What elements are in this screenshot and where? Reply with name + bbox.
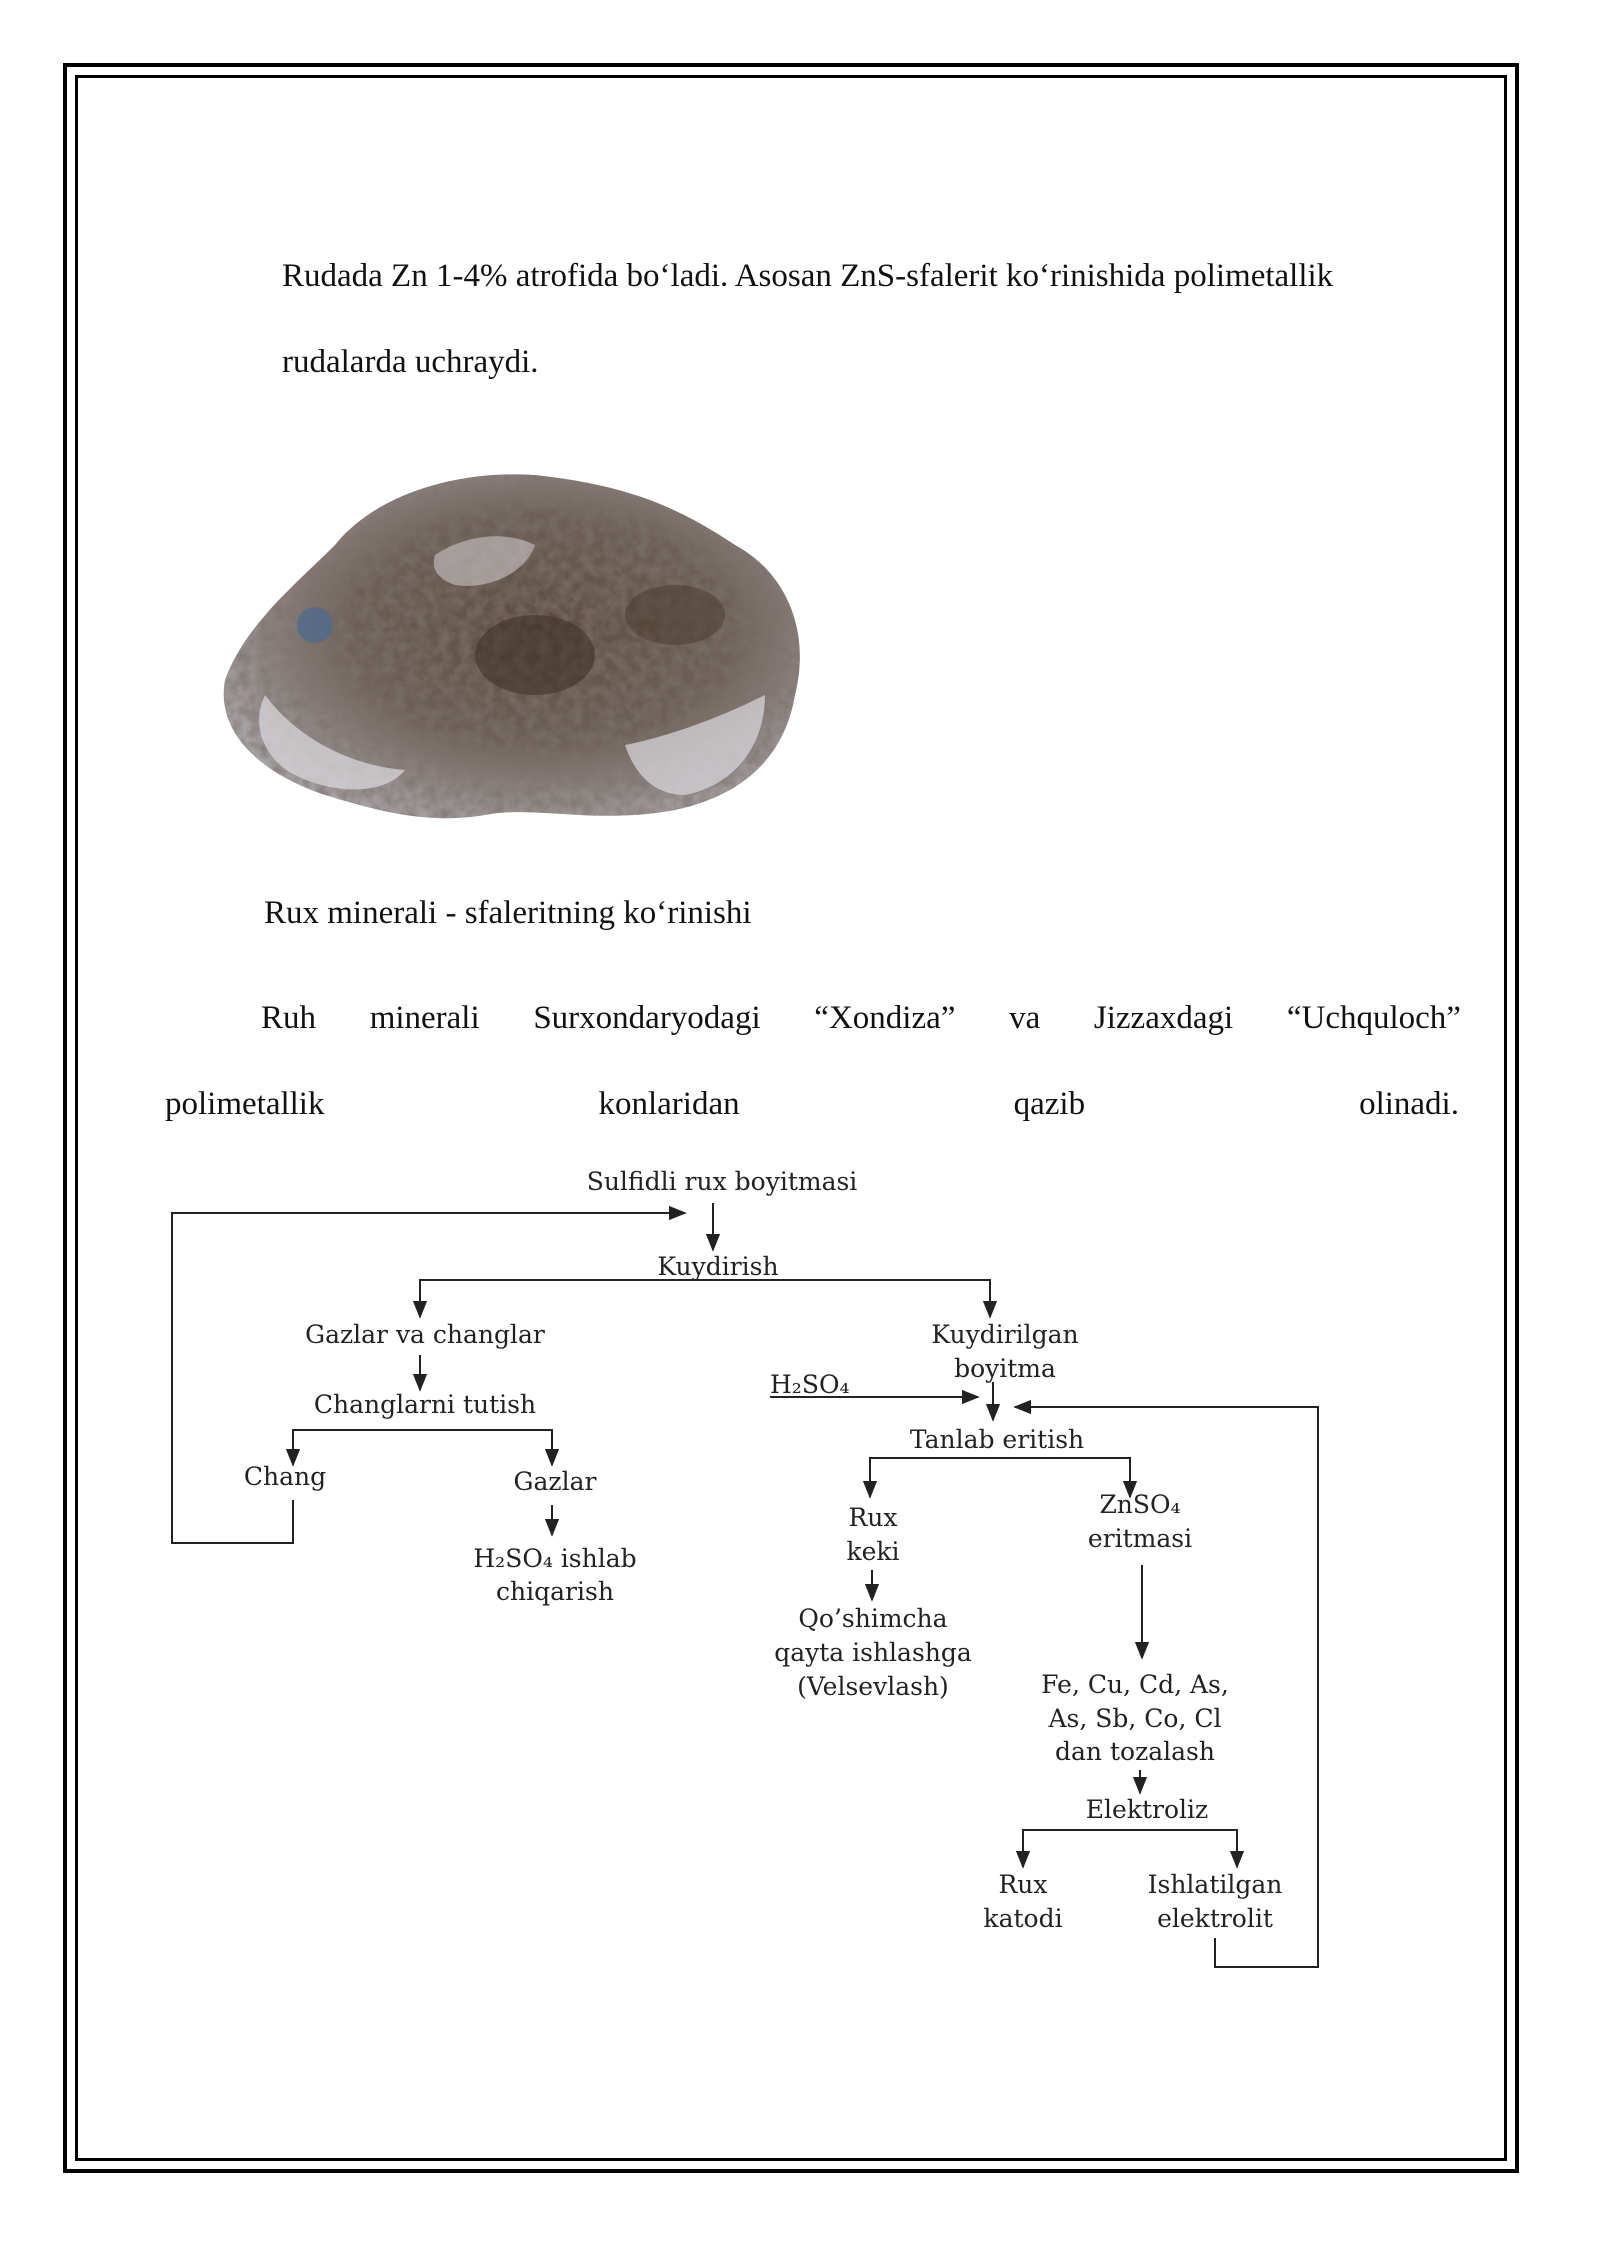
word: olinadi. (1359, 1086, 1459, 1122)
word: minerali (369, 1000, 480, 1036)
node-gases: Gazlar (514, 1467, 597, 1496)
node-zinc-cathode-line-2: katodi (983, 1904, 1062, 1933)
page-border-inner (75, 75, 1507, 2161)
arrow-spent-electrolyte-recycle (1013, 1399, 1319, 1968)
node-purification-line-1: Fe, Cu, Cd, As, (1041, 1670, 1229, 1699)
word: polimetallik (165, 1086, 325, 1122)
word: qazib (1013, 1086, 1086, 1122)
connector-electrolysis-split (1022, 1829, 1238, 1865)
node-further-processing-line-3: (Velsevlash) (797, 1672, 949, 1701)
node-calcine-line-1: Kuydirilgan (931, 1320, 1078, 1349)
node-zinc-cathode-line-1: Rux (998, 1870, 1047, 1899)
node-sulfide-zinc-concentrate: Sulfidli rux boyitmasi (587, 1167, 858, 1196)
page-border-outer (63, 63, 1519, 2173)
node-further-processing-line-1: Qo’shimcha (798, 1604, 947, 1633)
node-zinc-cake-line-1: Rux (848, 1503, 897, 1532)
connector-leach-split (869, 1457, 1131, 1495)
node-purification-line-3: dan tozalash (1055, 1737, 1215, 1766)
word: “Xondiza” (814, 1000, 956, 1036)
word: konlaridan (598, 1086, 740, 1122)
node-electrolysis: Elektroliz (1086, 1795, 1208, 1824)
paragraph-2-line-1: Ruh minerali Surxondaryodagi “Xondiza” v… (261, 1000, 1461, 1037)
node-spent-electrolyte-line-2: elektrolit (1157, 1904, 1273, 1933)
node-roasting: Kuydirish (657, 1252, 778, 1281)
sphalerite-mineral-image (223, 474, 800, 819)
paragraph-1-line-1: Rudada Zn 1-4% atrofida bo‘ladi. Asosan … (282, 258, 1334, 294)
paragraph-2-line-2: polimetallik konlaridan qazib olinadi. (165, 1086, 1459, 1123)
connector-dust-capture-split (292, 1429, 553, 1463)
word: va (1009, 1000, 1041, 1036)
word: Surxondaryodagi (533, 1000, 761, 1036)
node-acid-production-line-2: chiqarish (496, 1577, 614, 1606)
node-dust: Chang (244, 1462, 326, 1491)
figure-caption: Rux minerali - sfaleritning ko‘rinishi (264, 895, 752, 931)
node-calcine-line-2: boyitma (954, 1354, 1056, 1383)
node-zinc-cake-line-2: keki (846, 1537, 899, 1566)
node-purification-line-2: As, Sb, Co, Cl (1048, 1704, 1222, 1733)
node-spent-electrolyte-line-1: Ishlatilgan (1148, 1870, 1283, 1899)
node-acid-production-line-1: H₂SO₄ ishlab (473, 1544, 636, 1573)
node-zinc-sulfate-solution-line-2: eritmasi (1088, 1524, 1192, 1553)
paragraph-1-line-2: rudalarda uchraydi. (282, 344, 539, 380)
word: “Uchquloch” (1286, 1000, 1461, 1036)
node-selective-leaching: Tanlab eritish (910, 1425, 1084, 1454)
zinc-production-flowchart: Sulfidli rux boyitmasi Kuydirish Gazlar … (171, 1167, 1319, 1968)
arrow-dust-recycle (171, 1205, 687, 1544)
node-zinc-sulfate-solution-line-1: ZnSO₄ (1099, 1490, 1180, 1519)
node-acid-input: H₂SO₄ (770, 1370, 849, 1399)
node-gases-and-dusts: Gazlar va changlar (305, 1320, 545, 1349)
word: Jizzaxdagi (1093, 1000, 1234, 1036)
connector-roast-split (419, 1279, 991, 1315)
node-further-processing-line-2: qayta ishlashga (774, 1638, 972, 1667)
node-dust-capture: Changlarni tutish (314, 1390, 536, 1419)
word: Ruh (261, 1000, 317, 1036)
